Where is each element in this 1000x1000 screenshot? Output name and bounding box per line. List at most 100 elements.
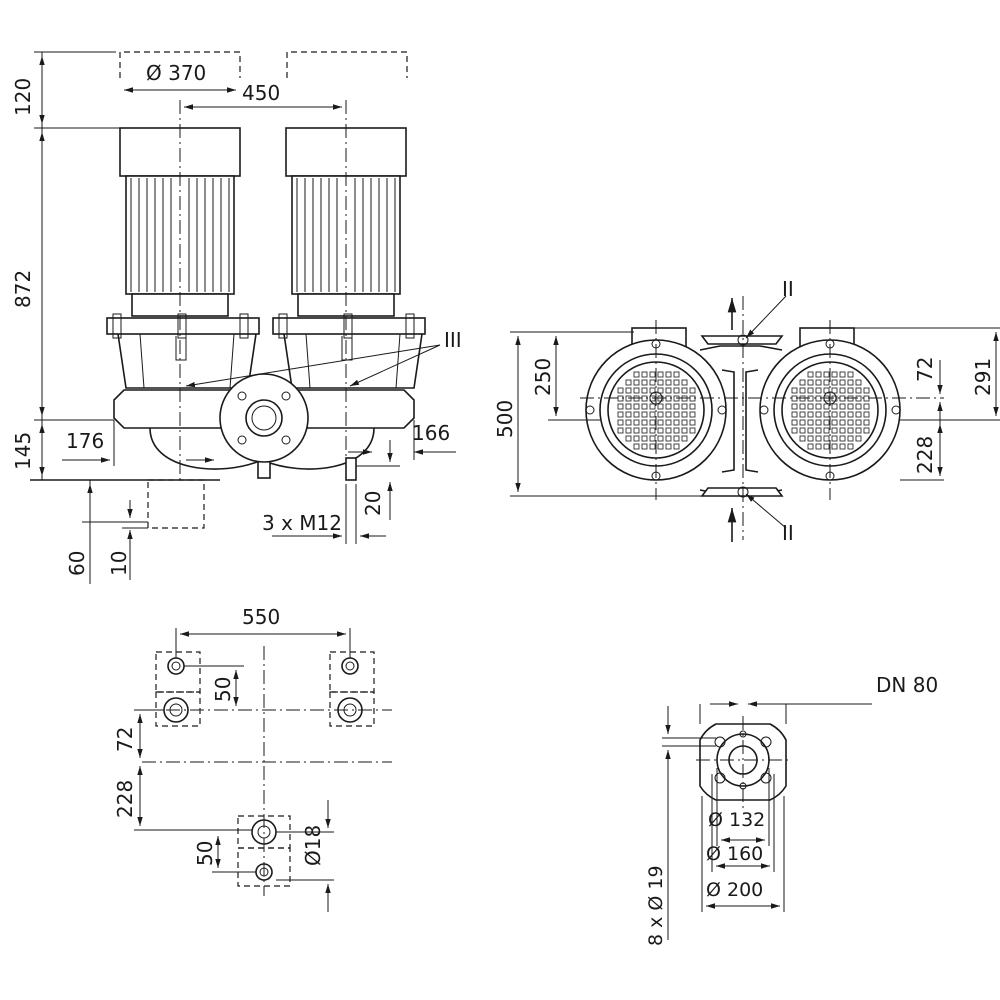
grill-cell: [625, 419, 632, 426]
grill-cell: [665, 387, 672, 394]
grill-cell: [863, 403, 870, 410]
grill-cell: [657, 411, 664, 418]
grill-cell: [807, 403, 814, 410]
grill-cell: [649, 443, 656, 450]
grill-cell: [831, 371, 838, 378]
grill-cell: [681, 403, 688, 410]
grill-cell: [847, 419, 854, 426]
grill-cell: [617, 403, 624, 410]
grill-cell: [847, 387, 854, 394]
grill-cell: [673, 403, 680, 410]
grill-cell: [831, 387, 838, 394]
grill-cell: [673, 379, 680, 386]
grill-cell: [617, 411, 624, 418]
grill-cell: [681, 435, 688, 442]
grill-cell: [617, 387, 624, 394]
dim-motor-diameter: Ø 370: [146, 61, 206, 85]
grill-cell: [641, 387, 648, 394]
grill-cell: [823, 427, 830, 434]
dim-base-height: 145: [11, 432, 35, 470]
flange-plate-left: [106, 317, 260, 335]
grill-cell: [665, 435, 672, 442]
lantern-left: [117, 333, 257, 389]
grill-cell: [855, 427, 862, 434]
grill-cell: [665, 419, 672, 426]
dim-d160: Ø 160: [706, 843, 763, 865]
grill-cell: [641, 427, 648, 434]
marker-ii-bottom: II: [782, 521, 794, 545]
grill-cell: [649, 371, 656, 378]
grill-cell: [839, 387, 846, 394]
grill-cell: [633, 379, 640, 386]
grill-cell: [855, 435, 862, 442]
grill-cell: [633, 427, 640, 434]
dim-shaft-spacing: 450: [242, 81, 280, 105]
grill-cell: [855, 387, 862, 394]
foot-plan: 550 50 72 228 50 Ø18: [113, 605, 392, 912]
grill-cell: [673, 427, 680, 434]
flange-top: [700, 335, 784, 345]
grill-cell: [807, 435, 814, 442]
removal-zone-right: [286, 51, 408, 78]
grill-cell: [807, 379, 814, 386]
grill-cell: [847, 371, 854, 378]
fan-grill-right: [791, 371, 870, 450]
grill-cell: [673, 419, 680, 426]
grill-cell: [665, 403, 672, 410]
grill-cell: [649, 435, 656, 442]
grill-cell: [649, 379, 656, 386]
grill-cell: [689, 403, 696, 410]
grill-cell: [855, 379, 862, 386]
grill-cell: [641, 379, 648, 386]
grill-cell: [665, 443, 672, 450]
grill-cell: [657, 435, 664, 442]
foot-block: [147, 479, 205, 529]
grill-cell: [633, 371, 640, 378]
grill-cell: [689, 427, 696, 434]
dim-thread: 3 x M12: [262, 511, 342, 535]
dim-60: 60: [65, 551, 89, 576]
dim-foot-20: 20: [361, 491, 385, 516]
grill-cell: [839, 419, 846, 426]
grill-cell: [807, 411, 814, 418]
grill-cell: [689, 419, 696, 426]
grill-cell: [823, 435, 830, 442]
grill-cell: [689, 387, 696, 394]
grill-cell: [617, 419, 624, 426]
grill-cell: [641, 371, 648, 378]
grill-cell: [855, 411, 862, 418]
grill-cell: [847, 411, 854, 418]
grill-cell: [681, 411, 688, 418]
dim-72-plan: 72: [113, 727, 137, 752]
dim-72: 72: [913, 357, 937, 382]
grill-cell: [673, 435, 680, 442]
marker-ii-top: II: [782, 277, 794, 301]
grill-cell: [863, 427, 870, 434]
grill-cell: [799, 427, 806, 434]
grill-cell: [681, 419, 688, 426]
grill-cell: [633, 419, 640, 426]
lantern-right: [283, 333, 423, 389]
grill-cell: [791, 387, 798, 394]
grill-cell: [625, 427, 632, 434]
grill-cell: [673, 443, 680, 450]
grill-cell: [625, 411, 632, 418]
grill-cell: [815, 403, 822, 410]
grill-cell: [855, 403, 862, 410]
grill-cell: [831, 403, 838, 410]
grill-cell: [839, 371, 846, 378]
dim-bolts: 8 x Ø 19: [645, 865, 667, 946]
dim-10: 10: [107, 551, 131, 576]
grill-cell: [641, 443, 648, 450]
flange-detail: DN 80 Ø 132 Ø 160 Ø 200 8 x Ø 19: [645, 673, 938, 946]
dim-50-top: 50: [211, 677, 235, 702]
center-flange: [219, 373, 309, 463]
grill-cell: [681, 387, 688, 394]
marker-iii: III: [444, 328, 462, 352]
grill-cell: [657, 419, 664, 426]
dim-d132: Ø 132: [708, 809, 765, 831]
grill-cell: [839, 403, 846, 410]
grill-cell: [823, 443, 830, 450]
grill-cell: [815, 443, 822, 450]
